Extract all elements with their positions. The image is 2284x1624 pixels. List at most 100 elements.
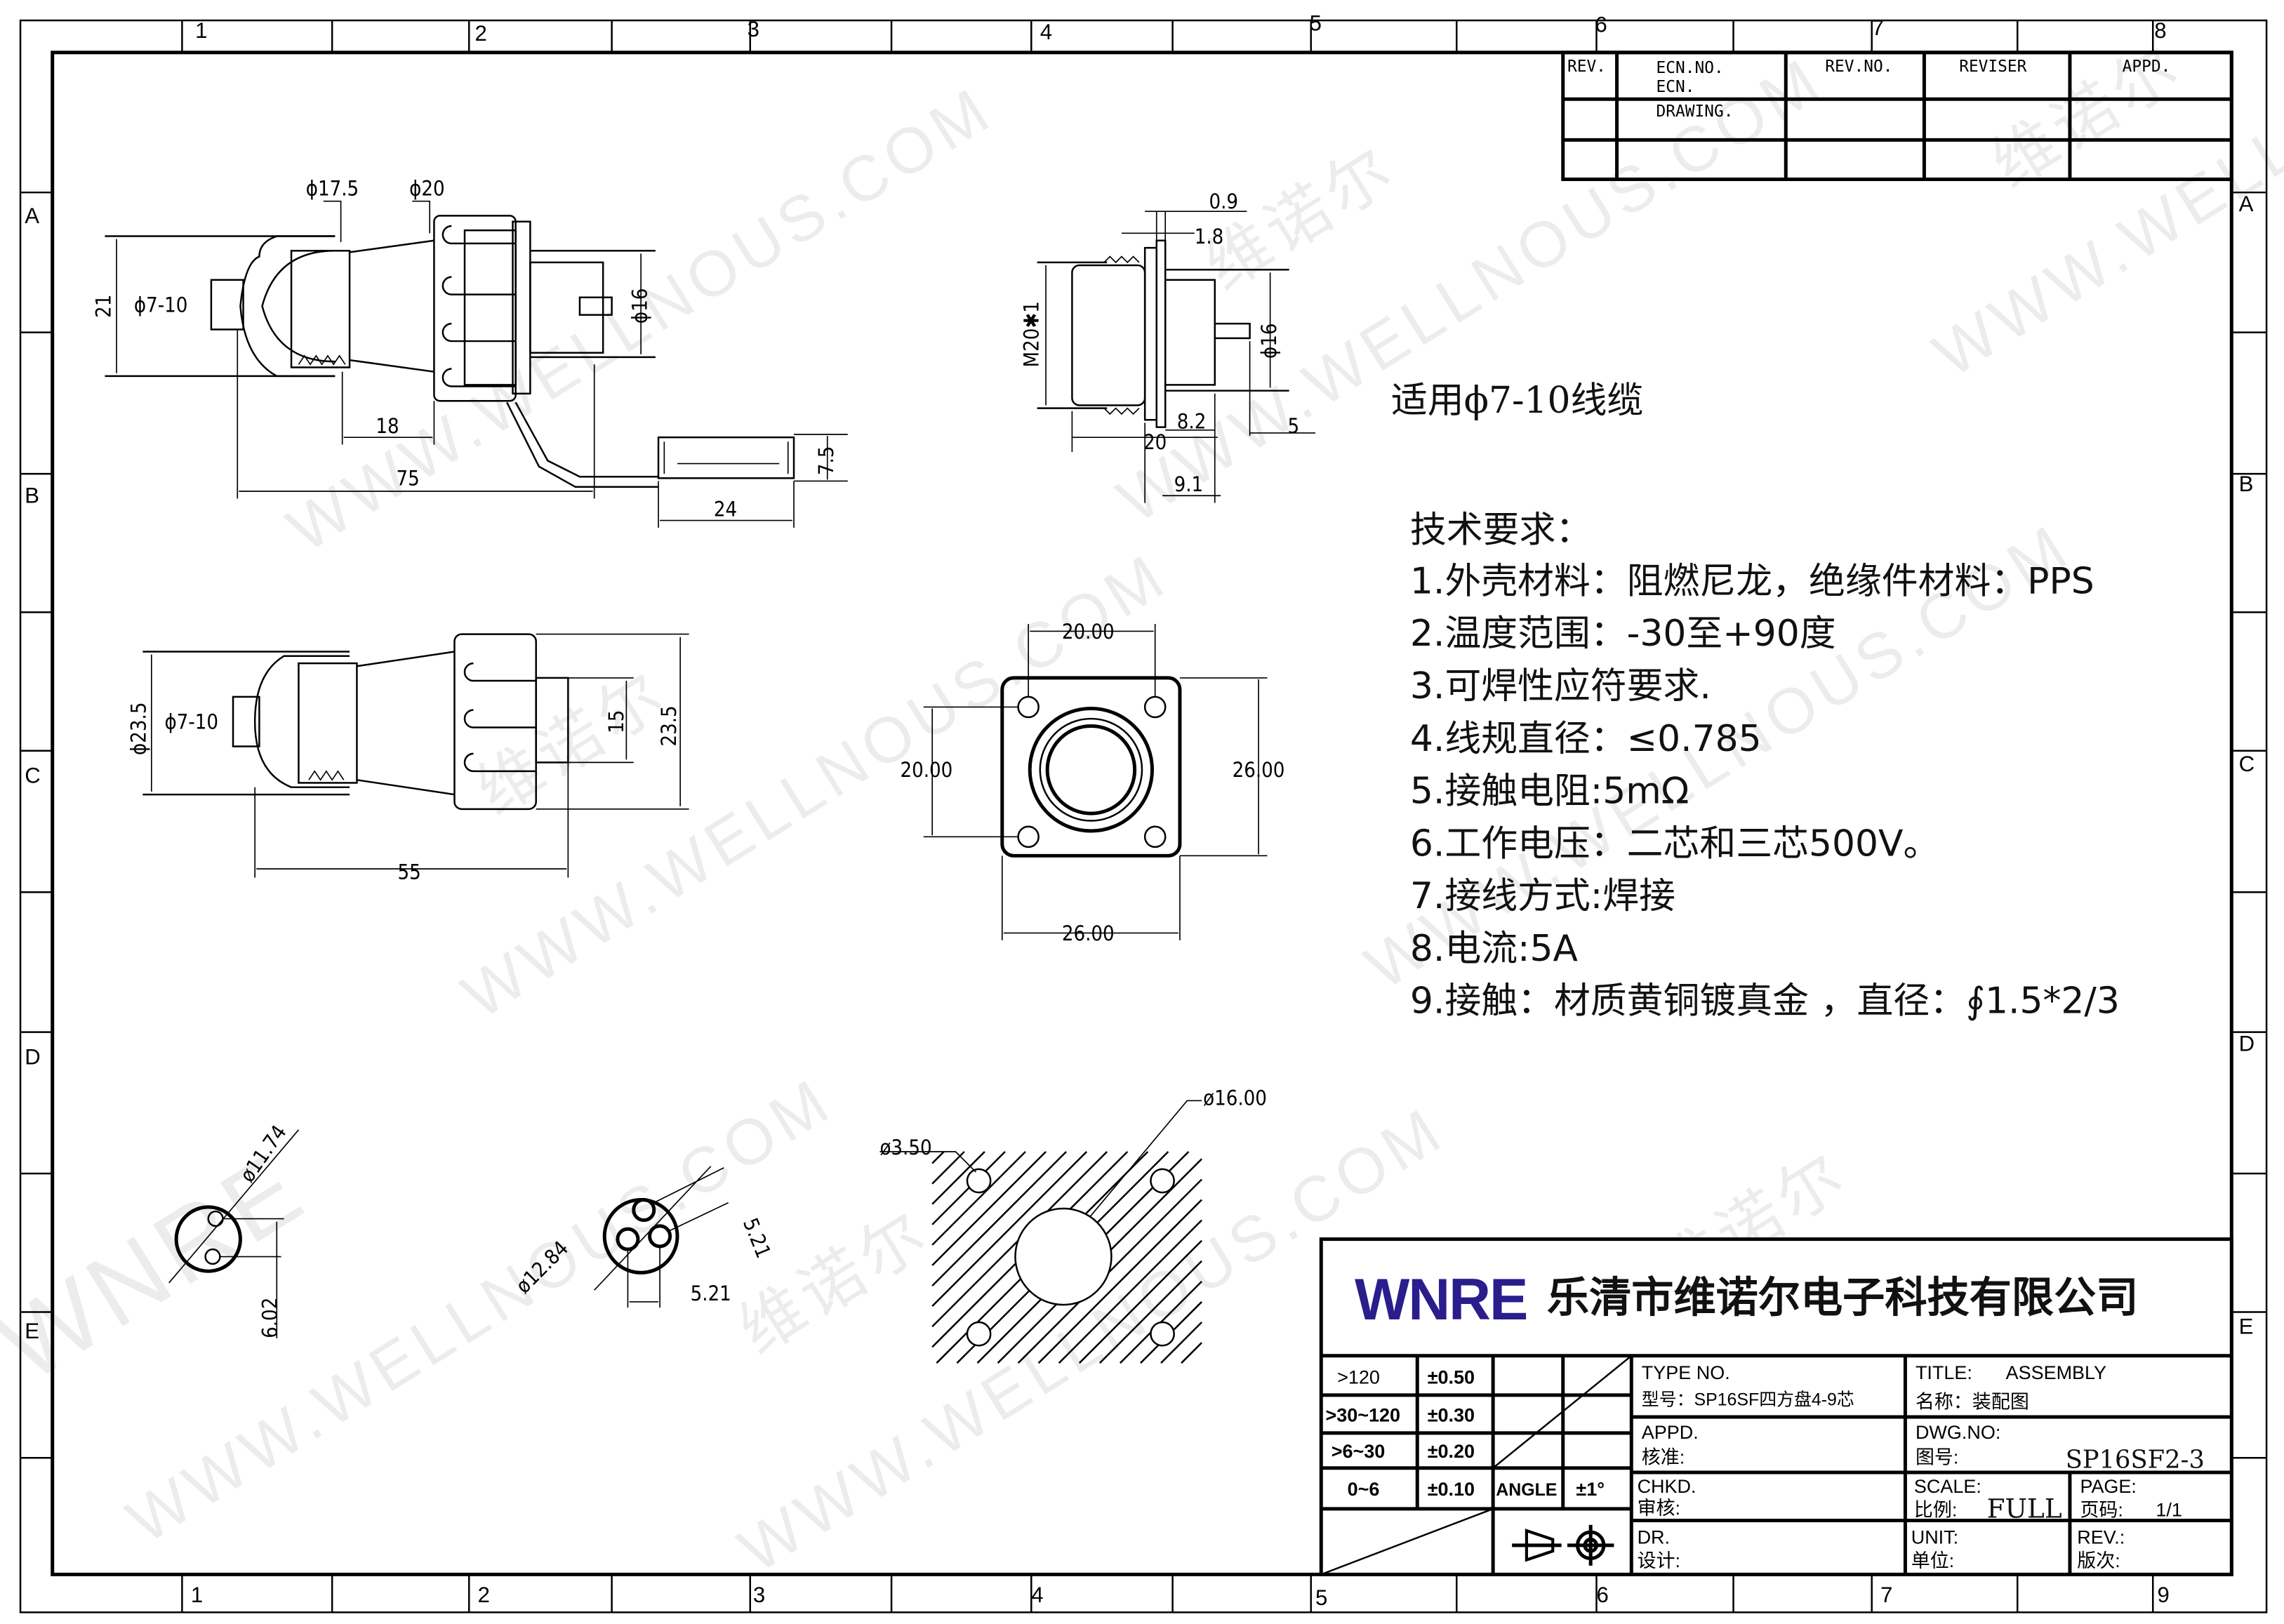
pin-layout-3pin-line [594, 1166, 712, 1291]
side-view-plug-mated: ϕ23.5 ϕ7-10 15 23.5 55 [127, 633, 689, 884]
panel-cutout-line [1150, 1168, 1175, 1194]
pin-layout-3pin-line [632, 1198, 656, 1223]
side-view-plug-assembly-line [412, 200, 431, 234]
side-view-plug-mated-line [253, 655, 350, 788]
tech-requirements-title: 技术要求： [1410, 510, 1592, 552]
title-block-line [1492, 1355, 1633, 1469]
revision-table-line [1561, 51, 2233, 181]
technical-notes: 适用ϕ7-10线缆 技术要求： 1.外壳材料：阻燃尼龙，绝缘件材料：PPS 2.… [1391, 380, 2120, 1023]
side-view-plug-mated-line [463, 662, 536, 773]
zone-top-2: 2 [475, 21, 487, 46]
scale-cn-label: 比例: [1914, 1499, 1957, 1520]
side-view-plug-assembly-line [239, 235, 336, 378]
rev-header-appd: APPD. [2123, 58, 2171, 76]
side-view-flange-socket-line [1164, 279, 1216, 386]
tolerance-range-1: >120 [1337, 1366, 1380, 1387]
watermark-cn: 维诺尔 [1979, 29, 2195, 201]
dr-label: DR. [1638, 1527, 1670, 1548]
side-view-plug-assembly-line [657, 436, 795, 479]
watermark-cn: 维诺尔 [465, 656, 680, 828]
zone-right-A: A [2239, 192, 2254, 216]
side-view-plug-assembly-line [578, 296, 613, 316]
pin-layout-2pin-line [168, 1129, 300, 1284]
panel-cutout-line [966, 1321, 992, 1347]
title-block-line [1319, 1237, 2233, 1576]
projection-symbol-icon [1512, 1524, 1614, 1566]
side-view-plug-assembly-line [323, 200, 342, 242]
dim-pin-spacing-6-02: 6.02 [258, 1298, 281, 1338]
side-view-plug-mated-line [535, 677, 569, 764]
zone-right-C: C [2239, 752, 2255, 776]
pin-layout-2pin-line [220, 1218, 284, 1338]
page-cn-label: 页码: [2080, 1499, 2123, 1520]
angle-label: ANGLE [1496, 1480, 1557, 1500]
zone-top-5: 5 [1310, 11, 1322, 36]
hatch-line [931, 1151, 1026, 1246]
zone-bottom-5: 5 [1315, 1585, 1327, 1610]
tolerance-value-3: ±0.20 [1428, 1441, 1475, 1462]
side-view-plug-assembly-line [529, 261, 604, 354]
dim-height-21: 21 [92, 295, 116, 318]
panel-cutout-line [1089, 1100, 1202, 1218]
side-view-plug-mated-line [568, 677, 634, 764]
front-view-square-flange-line [1000, 676, 1182, 858]
dim-height-23-5: 23.5 [657, 705, 681, 746]
side-view-plug-mated-line [308, 770, 345, 781]
dim-hole-spacing-left: 20.00 [901, 758, 953, 782]
front-view-square-flange-line [923, 706, 1018, 838]
dim-hole-spacing-top: 20.00 [1062, 620, 1115, 644]
front-view-square-flange-line [1017, 695, 1040, 719]
front-view-square-flange-line [1028, 707, 1155, 833]
side-view-flange-socket-line [1143, 246, 1157, 421]
logo-text: WNRE [1355, 1267, 1527, 1332]
dim-length-55: 55 [398, 860, 421, 884]
side-view-plug-assembly-line [663, 441, 789, 474]
dim-length-75: 75 [396, 467, 419, 491]
dim-pin-spacing-5-21: 5.21 [691, 1282, 731, 1305]
tech-requirement-8: 8.电流:5A [1410, 928, 1579, 970]
side-view-plug-assembly-line [514, 401, 659, 478]
dwg-no-cn-label: 图号: [1915, 1446, 1958, 1467]
dim-length-8-2: 8.2 [1177, 410, 1207, 434]
appd-cn-label: 核准: [1642, 1446, 1685, 1467]
title-label: TITLE: [1915, 1362, 1972, 1383]
type-no-label: TYPE NO. [1642, 1362, 1730, 1383]
panel-cutout: ø3.50 ø16.00 [879, 1086, 1267, 1364]
tolerance-value-2: ±0.30 [1428, 1404, 1475, 1425]
dim-hole-dia-3-50: ø3.50 [879, 1136, 931, 1159]
title-block: WNRE 乐清市维诺尔电子科技有限公司 >120 ±0.50 >30~120 ±… [1319, 1237, 2233, 1576]
side-view-plug-assembly-line [349, 359, 434, 373]
zone-right-B: B [2239, 472, 2254, 496]
side-view-plug-assembly-line [463, 229, 517, 386]
dim-thickness-1-8: 1.8 [1195, 225, 1224, 248]
dim-flange-height: 26.00 [1233, 758, 1285, 782]
side-view-plug-mated-line [357, 651, 455, 667]
zone-left-E: E [25, 1319, 39, 1343]
pin-layout-3pin-line [651, 1167, 729, 1232]
dim-pin-spacing-5-21-diag: 5.21 [738, 1215, 776, 1262]
zone-top-8: 8 [2154, 18, 2166, 43]
dim-cable-dia-b: ϕ7-10 [165, 710, 219, 734]
front-view-square-flange-line [1045, 724, 1137, 816]
dim-thread-m20: M20✱1 [1020, 301, 1044, 367]
hatch-line [1058, 1219, 1202, 1364]
name-value: 名称：装配图 [1915, 1392, 2029, 1413]
zone-left-B: B [25, 484, 39, 508]
tech-requirement-5: 5.接触电阻:5mΩ [1410, 771, 1689, 813]
zone-bottom-1: 1 [191, 1583, 203, 1607]
front-view-square-flange-line [1143, 695, 1167, 719]
hatch-line [931, 1151, 1006, 1225]
front-view-square-flange-line [1039, 717, 1143, 822]
side-view-plug-assembly-line [298, 354, 346, 366]
side-view-plug-assembly-line [506, 401, 659, 488]
projection-symbol-icon-line [1525, 1529, 1555, 1562]
title-block-line [1320, 1507, 1494, 1576]
dim-dia-20: ϕ20 [409, 176, 444, 200]
front-view-square-flange-line [1028, 624, 1156, 697]
cable-note: 适用ϕ7-10线缆 [1391, 380, 1643, 422]
zone-bottom-9: 9 [2157, 1583, 2169, 1607]
tech-requirement-3: 3.可焊性应符要求. [1410, 665, 1711, 707]
dim-height-15: 15 [604, 710, 628, 733]
tech-requirement-2: 2.温度范围：-30至+90度 [1410, 613, 1836, 655]
company-name: 乐清市维诺尔电子科技有限公司 [1547, 1273, 2138, 1322]
